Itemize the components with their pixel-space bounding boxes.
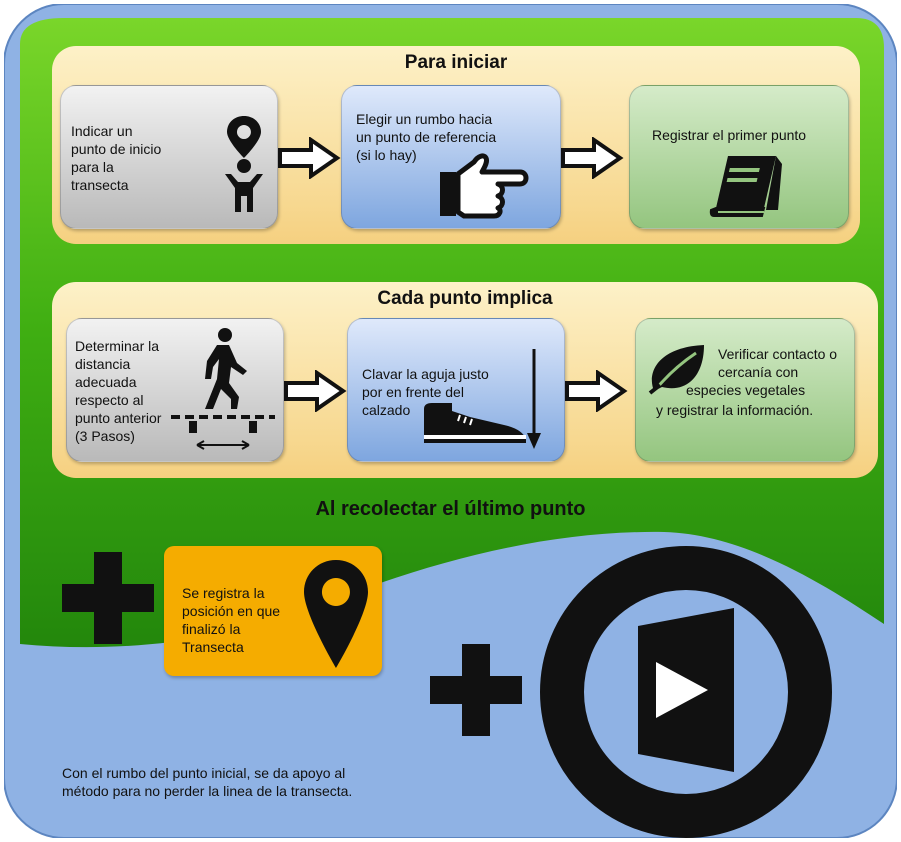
step-text-line: cercanía con: [718, 364, 799, 380]
step-text-line: para la: [71, 159, 114, 175]
step-verify-contact: Verificar contacto o cercanía con especi…: [635, 318, 855, 462]
pointing-hand-icon: [440, 153, 529, 219]
plus-icon: [430, 644, 522, 736]
arrow-right-icon: [561, 137, 624, 179]
section-title: Al recolectar el último punto: [315, 498, 586, 520]
infographic: Para iniciar Indicar un punto de inicio …: [4, 4, 897, 838]
step-text-line: por en frente del: [362, 384, 464, 400]
step-text-line: respecto al: [75, 392, 144, 408]
step-text-line: Se registra la: [182, 585, 265, 601]
step-text-line: adecuada: [75, 374, 137, 390]
step-text-line: Registrar el primer punto: [652, 127, 807, 143]
step-measure-distance: Determinar la distancia adecuada respect…: [66, 318, 284, 462]
arrow-right-icon: [278, 137, 341, 179]
step-start-point: Indicar un punto de inicio para la trans…: [60, 85, 278, 229]
step-text-line: y registrar la información.: [656, 402, 814, 418]
step-insert-needle: Clavar la aguja justo por en frente del …: [347, 318, 565, 462]
compass-icon: [540, 546, 832, 838]
final-point-box: Se registra la posición en que finalizó …: [164, 546, 382, 676]
step-text-line: Transecta: [182, 639, 244, 655]
footnote-line: método para no perder la linea de la tra…: [62, 783, 353, 799]
arrow-right-icon: [565, 370, 628, 412]
step-text-line: un punto de referencia: [356, 129, 497, 145]
step-choose-heading: Elegir un rumbo hacia un punto de refere…: [341, 85, 561, 229]
step-text-line: finalizó la: [182, 621, 241, 637]
step-text-line: distancia: [75, 356, 131, 372]
arrow-right-icon: [284, 370, 347, 412]
shoe-icon: [424, 403, 526, 443]
step-text-line: punto de inicio: [71, 141, 162, 157]
step-text-line: calzado: [362, 402, 411, 418]
step-text-line: posición en que: [182, 603, 281, 619]
footnote-line: Con el rumbo del punto inicial, se da ap…: [62, 765, 346, 781]
walking-person-icon: [171, 328, 275, 450]
step-text-line: Clavar la aguja justo: [362, 366, 489, 382]
step-text-line: transecta: [71, 177, 129, 193]
step-text-line: Determinar la: [75, 338, 160, 354]
step-text-line: Elegir un rumbo hacia: [356, 111, 493, 127]
section-title: Cada punto implica: [377, 288, 553, 309]
section-title: Para iniciar: [404, 52, 508, 73]
down-arrow-icon: [527, 349, 541, 449]
step-register-first: Registrar el primer punto: [629, 85, 849, 229]
step-text-line: Verificar contacto o: [718, 346, 838, 362]
step-text-line: punto anterior: [75, 410, 162, 426]
plus-icon: [62, 552, 154, 644]
location-pin-icon: [304, 560, 368, 668]
leaf-icon: [648, 345, 704, 395]
step-text-line: (si lo hay): [356, 147, 417, 163]
book-icon: [709, 156, 782, 217]
step-text-line: especies vegetales: [686, 382, 806, 398]
step-text-line: Indicar un: [71, 123, 133, 139]
map-pin-person-icon: [225, 116, 263, 212]
step-text-line: (3 Pasos): [75, 428, 135, 444]
